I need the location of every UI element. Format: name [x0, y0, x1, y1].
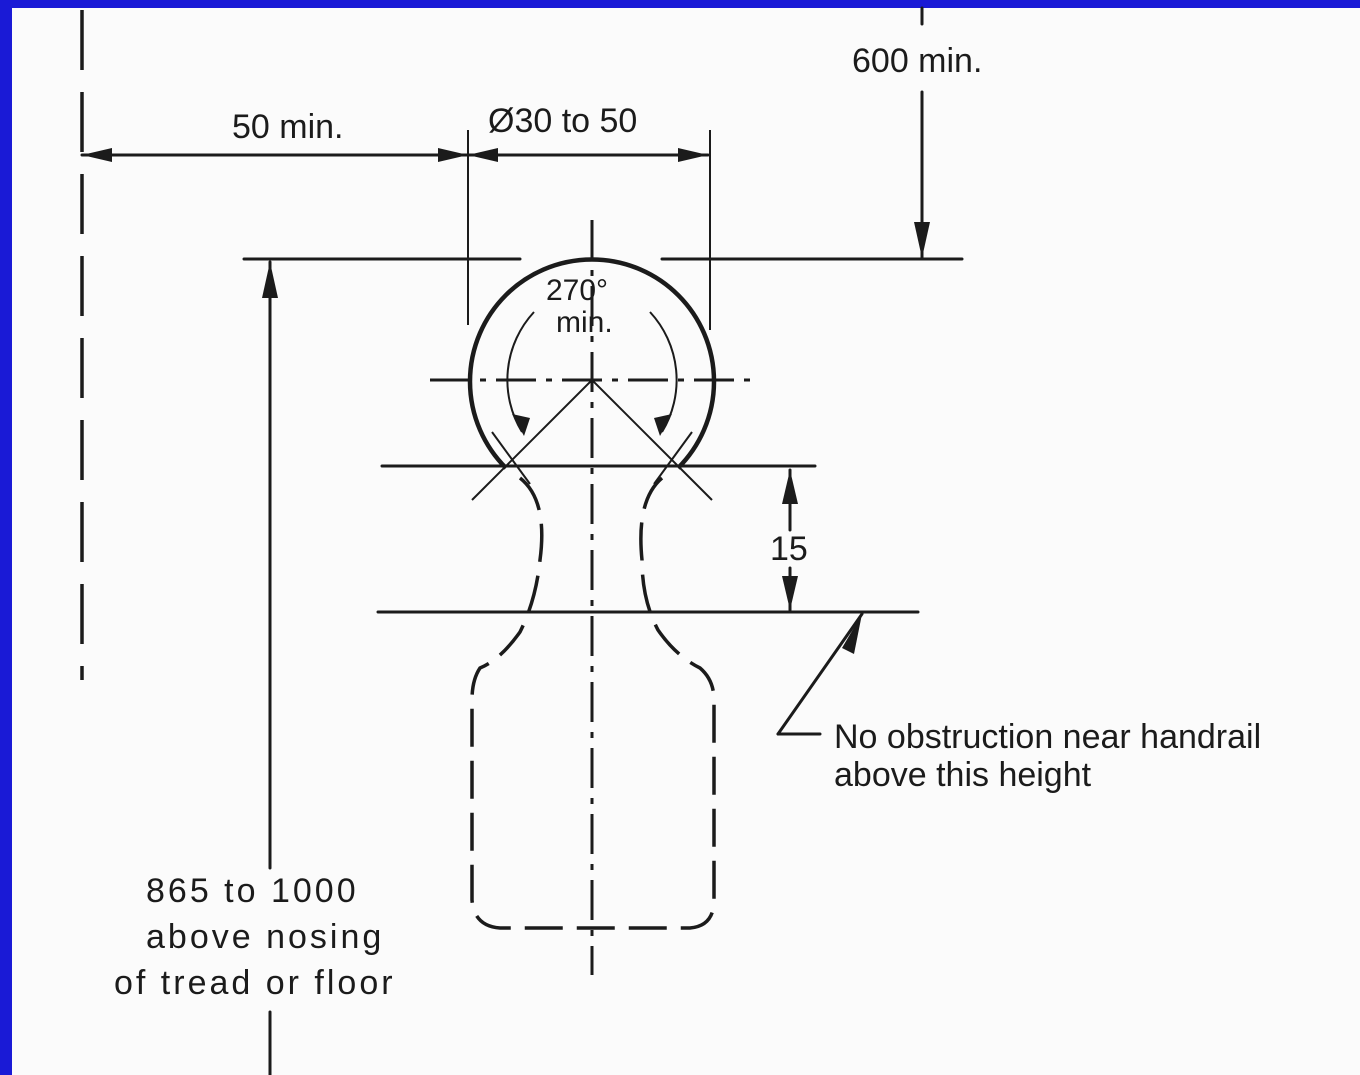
arrow-gap-end	[438, 148, 468, 162]
arrow-neck-top	[782, 470, 798, 504]
label-angle-line1: 270°	[546, 274, 608, 307]
obstruction-leader	[776, 612, 864, 736]
label-height-line3: of tread or floor	[114, 964, 396, 1002]
label-height-line2: above nosing	[146, 918, 384, 956]
cross-mark-left	[491, 431, 531, 485]
arrow-wall	[82, 148, 112, 162]
hand-profile-outline	[470, 476, 716, 930]
arrow-neck-bottom	[782, 576, 798, 610]
label-obstruction-line1: No obstruction near handrail	[834, 718, 1261, 756]
drawing-frame	[12, 8, 1360, 1075]
arrow-height-top	[262, 262, 278, 298]
arrow-diameter-end	[678, 148, 708, 162]
arrow-clearance	[914, 222, 930, 258]
arrow-angle-left	[512, 414, 530, 436]
label-wall-gap: 50 min.	[232, 108, 344, 146]
arrow-diameter-start	[468, 148, 498, 162]
cross-mark-right	[653, 431, 693, 485]
label-angle-line2: min.	[556, 306, 613, 339]
radius-line-right	[591, 379, 713, 501]
label-diameter: Ø30 to 50	[488, 102, 637, 140]
radius-line-left	[471, 379, 593, 501]
arrow-obstruction	[842, 614, 862, 654]
label-neck-depth: 15	[770, 530, 808, 568]
label-clearance-top: 600 min.	[852, 42, 982, 80]
label-obstruction-line2: above this height	[834, 756, 1092, 794]
label-height-line1: 865 to 1000	[146, 872, 359, 910]
arrow-angle-right	[654, 414, 672, 436]
